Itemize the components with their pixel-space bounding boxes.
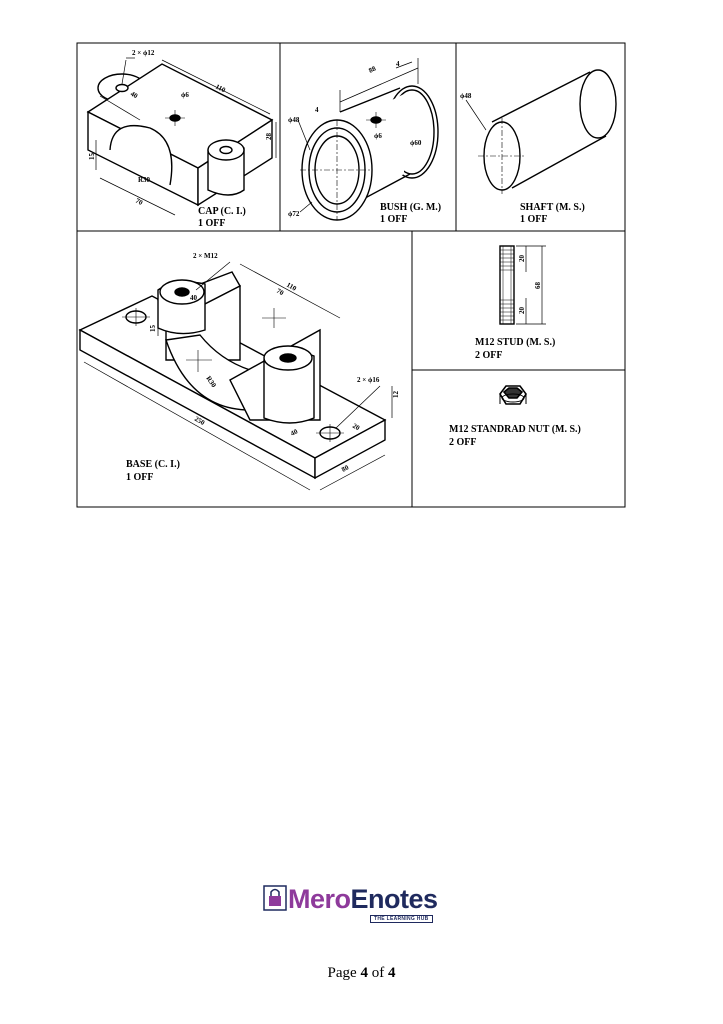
shaft-title: SHAFT (M. S.) [520,202,585,213]
bush-dim-phi60: ϕ60 [410,139,422,147]
base-qty: 1 OFF [126,472,154,483]
cap-dim-15: 15 [88,153,96,161]
shaft-drawing [465,69,617,194]
bush-dim-phi6: ϕ6 [374,132,382,140]
bush-dimensions: 88 4 4 ϕ48 ϕ6 ϕ60 ϕ72 [288,60,422,218]
stud-title: M12 STUD (M. S.) [475,337,555,348]
page-number: Page 4 of 4 [0,965,723,982]
stud-dim-68: 68 [534,282,542,290]
base-drawing [78,261,393,491]
base-dim-70: 70 [275,287,285,298]
cap-dim-70: 70 [134,197,144,208]
page-current: 4 [360,965,368,981]
base-dim-80: 80 [340,463,350,474]
base-dim-40a: 40 [190,294,198,302]
shaft-dim-phi48: ϕ48 [460,92,472,100]
base-dim-20: 20 [351,422,361,433]
cap-dimensions: 2 × ϕ12 110 40 ϕ6 28 15 R30 70 [88,49,273,207]
bush-dim-88: 88 [367,64,377,74]
bush-drawing [297,58,439,221]
cap-drawing [86,57,277,216]
stud-dimensions: 20 20 68 [518,255,542,315]
page-prefix: Page [327,965,357,981]
base-dim-12: 12 [392,391,400,399]
stud-dim-20a: 20 [518,255,526,263]
page-total: 4 [387,965,396,981]
bush-dim-phi72: ϕ72 [288,210,300,218]
cap-dim-r30: R30 [138,176,151,184]
logo-mero: Mero [288,884,351,914]
cap-dim-holes: 2 × ϕ12 [132,49,155,57]
cap-qty: 1 OFF [198,218,226,229]
base-dim-110: 110 [285,281,298,293]
book-lock-icon [263,885,287,911]
cap-dim-110: 110 [214,83,227,95]
logo-wordmark: MeroEnotes [288,884,438,914]
stud-drawing [499,245,546,325]
bush-dim-4b: 4 [315,106,319,114]
base-dim-15: 15 [149,325,157,333]
base-dim-m12: 2 × M12 [193,252,218,260]
bush-dim-phi48: ϕ48 [288,116,300,124]
stud-qty: 2 OFF [475,350,503,361]
cap-dim-40: 40 [129,90,139,101]
bush-dim-4a: 4 [396,60,400,68]
nut-drawing [499,385,527,405]
nut-qty: 2 OFF [449,437,477,448]
cap-dim-phi6: ϕ6 [181,91,189,99]
mero-enotes-logo: MeroEnotes THE LEARNING HUB [262,878,458,928]
base-title: BASE (C. I.) [126,459,180,470]
cap-dim-28: 28 [265,133,273,141]
stud-dim-20b: 20 [518,307,526,315]
base-dim-40b: 40 [289,427,299,438]
bush-qty: 1 OFF [380,214,408,225]
bush-title: BUSH (G. M.) [380,202,441,213]
page-of: of [371,965,385,981]
shaft-qty: 1 OFF [520,214,548,225]
logo-enotes: Enotes [350,884,439,914]
logo-tagline: THE LEARNING HUB [370,915,433,923]
cap-title: CAP (C. I.) [198,206,246,217]
sheet-frame [76,42,626,508]
base-dim-holes: 2 × ϕ16 [357,376,380,384]
nut-title: M12 STANDRAD NUT (M. S.) [449,424,581,435]
